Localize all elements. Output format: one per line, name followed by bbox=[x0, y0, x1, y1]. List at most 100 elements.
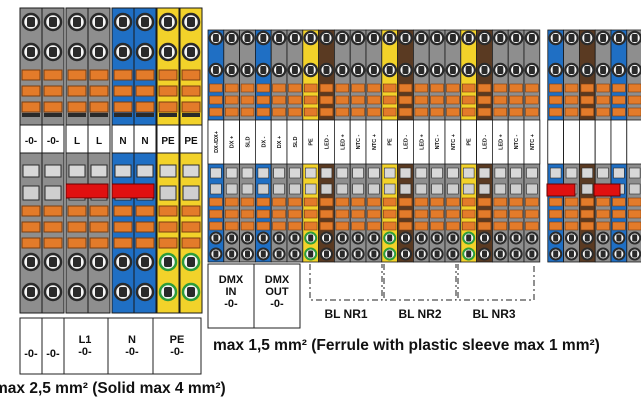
screw-icon bbox=[450, 234, 456, 242]
test-socket-icon bbox=[399, 167, 412, 179]
small-terminal: DX-/DX+ bbox=[207, 29, 225, 263]
test-socket-icon bbox=[320, 183, 333, 195]
main-legend-n: N -0- bbox=[112, 334, 152, 358]
clamp-lever-icon bbox=[398, 197, 413, 207]
screw-icon bbox=[119, 47, 127, 57]
screw-icon bbox=[212, 66, 219, 74]
screw-icon bbox=[482, 250, 487, 258]
small-terminal: NTC + bbox=[444, 29, 462, 263]
main-legend-pe-sub: -0- bbox=[170, 346, 184, 358]
main-terminal: L bbox=[87, 7, 111, 314]
screw-icon bbox=[434, 34, 441, 42]
screw-icon bbox=[600, 250, 606, 258]
terminal-label: NTC + bbox=[451, 134, 457, 150]
screw-icon bbox=[323, 34, 330, 42]
small-terminal: SLD bbox=[239, 29, 256, 263]
clamp-lever-icon bbox=[446, 95, 460, 105]
clamp-lever-icon bbox=[509, 107, 523, 117]
terminal-label: L bbox=[74, 136, 80, 147]
screw-icon bbox=[402, 34, 409, 42]
screw-icon bbox=[307, 34, 314, 42]
clamp-lever-icon bbox=[113, 237, 133, 249]
clamp-lever-icon bbox=[240, 83, 255, 93]
clamp-lever-icon bbox=[272, 107, 286, 117]
clamp-lever-icon bbox=[525, 209, 539, 219]
clamp-lever-icon bbox=[43, 69, 63, 81]
screw-icon bbox=[187, 257, 195, 267]
legend-box bbox=[19, 317, 43, 375]
screw-icon bbox=[245, 250, 250, 258]
terminal-label: LED - bbox=[404, 135, 410, 150]
test-socket-icon bbox=[114, 164, 132, 178]
clamp-lever-icon bbox=[158, 69, 178, 81]
test-socket-icon bbox=[352, 183, 364, 195]
label-strip bbox=[87, 124, 111, 154]
clamp-lever-icon bbox=[135, 237, 155, 249]
clamp-lever-icon bbox=[564, 83, 579, 93]
screw-icon bbox=[615, 34, 622, 42]
clamp-lever-icon bbox=[564, 197, 579, 207]
clamp-lever-icon bbox=[548, 95, 563, 105]
screw-icon bbox=[466, 234, 472, 242]
clamp-lever-icon bbox=[493, 209, 507, 219]
test-socket-icon bbox=[415, 167, 427, 179]
label-strip bbox=[579, 119, 596, 165]
test-socket-icon bbox=[226, 183, 238, 195]
clamp-lever-icon bbox=[548, 107, 563, 117]
clamp-lever-icon bbox=[627, 221, 641, 231]
screw-icon bbox=[568, 66, 575, 74]
legend-box bbox=[41, 317, 65, 375]
clamp-lever-icon bbox=[67, 205, 87, 217]
small-terminal bbox=[594, 29, 612, 263]
clamp-lever-icon bbox=[351, 95, 365, 105]
clamp-lever-icon bbox=[509, 83, 523, 93]
clamp-base-icon bbox=[68, 113, 86, 117]
clamp-lever-icon bbox=[414, 83, 428, 93]
clamp-lever-icon bbox=[351, 197, 365, 207]
test-socket-icon bbox=[304, 183, 317, 195]
screw-icon bbox=[95, 47, 103, 57]
terminal-label: -0- bbox=[47, 136, 59, 147]
clamp-lever-icon bbox=[303, 221, 318, 231]
small-block-caption: max 1,5 mm² (Ferrule with plastic sleeve… bbox=[213, 337, 600, 354]
clamp-lever-icon bbox=[351, 83, 365, 93]
main-legend-1: -0- bbox=[22, 348, 40, 360]
clamp-lever-icon bbox=[43, 237, 63, 249]
main-legend-l1-title: L1 bbox=[78, 334, 92, 346]
test-socket-icon bbox=[526, 183, 538, 195]
screw-icon bbox=[339, 234, 345, 242]
terminal-label: DX + bbox=[230, 136, 236, 148]
clamp-lever-icon bbox=[493, 221, 507, 231]
clamp-lever-icon bbox=[446, 107, 460, 117]
clamp-lever-icon bbox=[256, 209, 270, 219]
bl-nr2-label: BL NR2 bbox=[398, 307, 442, 321]
test-socket-icon bbox=[44, 164, 62, 178]
test-socket-icon bbox=[462, 183, 475, 195]
screw-icon bbox=[386, 66, 393, 74]
screw-icon bbox=[95, 287, 103, 297]
screw-icon bbox=[27, 47, 35, 57]
screw-icon bbox=[513, 66, 520, 74]
clamp-lever-icon bbox=[113, 85, 133, 97]
small-terminal: DX + bbox=[223, 29, 241, 263]
test-socket-icon bbox=[68, 164, 86, 178]
dmx-in-sub2: -0- bbox=[224, 298, 238, 310]
clamp-lever-icon bbox=[135, 101, 155, 113]
test-socket-icon bbox=[90, 164, 108, 178]
terminal-label: L bbox=[96, 136, 102, 147]
test-socket-icon bbox=[182, 185, 200, 201]
test-socket-icon bbox=[257, 183, 269, 195]
clamp-lever-icon bbox=[181, 101, 201, 113]
small-terminal: LED - bbox=[318, 29, 335, 263]
clamp-lever-icon bbox=[319, 95, 334, 105]
small-terminal bbox=[563, 29, 580, 263]
jumper-bar-l bbox=[65, 183, 109, 199]
clamp-lever-icon bbox=[509, 221, 523, 231]
clamp-lever-icon bbox=[398, 95, 413, 105]
clamp-lever-icon bbox=[158, 85, 178, 97]
clamp-lever-icon bbox=[135, 69, 155, 81]
legend-box bbox=[152, 317, 202, 375]
screw-icon bbox=[339, 66, 346, 74]
clamp-lever-icon bbox=[548, 221, 563, 231]
